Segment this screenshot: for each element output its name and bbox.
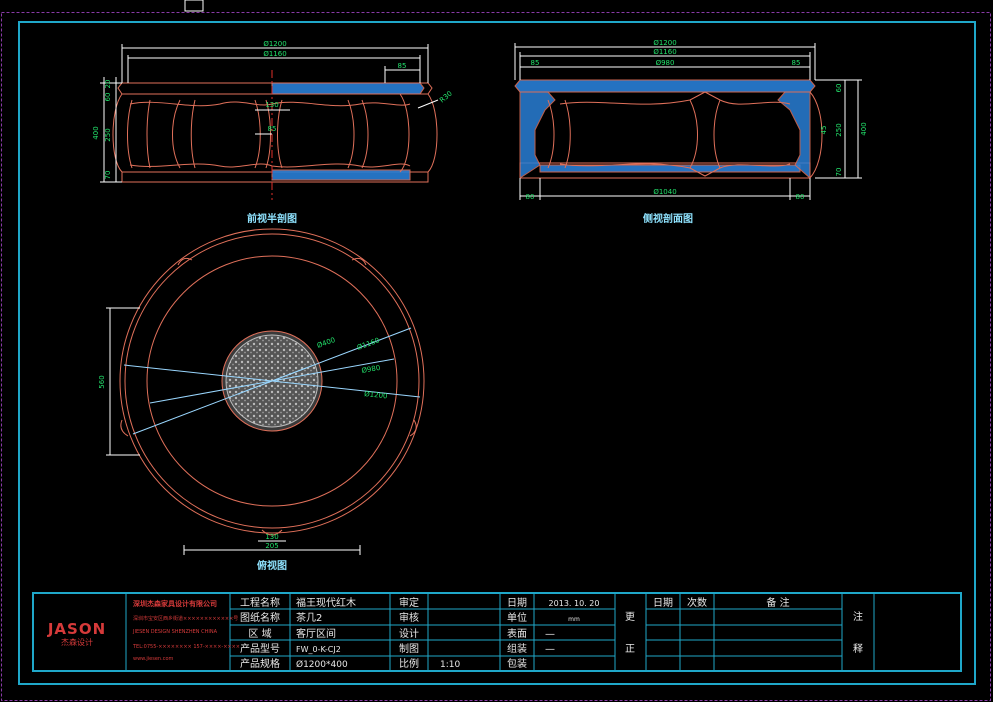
- front-leader-r30: R30: [438, 90, 454, 105]
- revision-side-1: 更: [625, 611, 635, 623]
- front-dim-85b: 85: [268, 125, 277, 133]
- revision-col-date: 日期: [653, 597, 673, 609]
- side-dim-60: 60: [835, 84, 843, 93]
- plan-dim-1200: Ø1200: [364, 390, 388, 400]
- revision-side-2: 正: [625, 644, 635, 655]
- front-dim-70: 70: [104, 171, 112, 180]
- row4-label: 产品型号: [240, 642, 280, 655]
- company-address-en: JIESEN DESIGN SHENZHEN CHINA: [132, 629, 218, 635]
- plan-dim-980: Ø980: [361, 364, 381, 375]
- row2-label3: 单位: [507, 611, 527, 624]
- row4-value3: —: [545, 644, 555, 655]
- side-dim-45: 45: [820, 126, 828, 135]
- side-dim-250: 250: [835, 123, 843, 136]
- row4-label2: 制图: [399, 642, 419, 655]
- company-logo: JASON: [47, 620, 106, 638]
- company-logo-sub: 杰森设计: [61, 637, 93, 647]
- side-dim-80-left: 80: [526, 193, 535, 201]
- side-dim-1160: Ø1160: [653, 48, 676, 56]
- row5-value2: 1:10: [440, 660, 460, 670]
- row4-label3: 组装: [507, 642, 527, 655]
- side-dim-80-right: 80: [796, 193, 805, 201]
- plan-dim-205: 205: [265, 542, 278, 550]
- plan-view: Ø400 Ø1160 Ø980 Ø1200 560 130 205 俯视图: [98, 228, 425, 572]
- row2-value: 茶几2: [296, 611, 322, 624]
- side-section-view: Ø1200 Ø1160 Ø980 85 85 400 60 250 70 45 …: [514, 39, 868, 225]
- side-dim-1200: Ø1200: [653, 39, 676, 47]
- side-dim-980: Ø980: [656, 59, 675, 67]
- front-dim-250: 250: [104, 128, 112, 141]
- drawing-frame: [18, 21, 976, 685]
- notes-top: 注: [853, 610, 863, 623]
- row5-label2: 比例: [399, 657, 419, 670]
- front-dim-400: 400: [92, 126, 100, 139]
- front-dim-60: 60: [104, 93, 112, 102]
- company-name: 深圳杰森家具设计有限公司: [133, 599, 217, 608]
- title-block: JASON 杰森设计 深圳杰森家具设计有限公司 深圳市宝安区西乡街道××××××…: [32, 592, 962, 672]
- plan-view-title: 俯视图: [257, 559, 287, 572]
- row3-value: 客厅区间: [296, 627, 336, 640]
- row2-label2: 审核: [399, 611, 419, 624]
- row1-label: 工程名称: [240, 596, 280, 609]
- side-dim-400: 400: [860, 122, 868, 135]
- notes-bottom: 释: [853, 642, 863, 655]
- row5-label3: 包装: [507, 657, 527, 670]
- row3-value3: —: [545, 629, 555, 640]
- title-block-frame: [32, 592, 962, 672]
- viewport-marker: [184, 0, 204, 12]
- row4-value: FW_0-K-CJ2: [296, 645, 341, 654]
- row2-value3: mm: [568, 616, 580, 623]
- row1-label3: 日期: [507, 597, 527, 609]
- front-dim-1160: Ø1160: [263, 50, 286, 58]
- row2-label: 图纸名称: [240, 611, 280, 624]
- plan-dim-400: Ø400: [316, 336, 336, 350]
- company-phone: TEL:0755-×××××××× 157-××××-××××: [132, 644, 240, 650]
- row1-value3: 2013. 10. 20: [549, 599, 600, 608]
- side-dim-85-left: 85: [531, 59, 540, 67]
- side-view-title: 侧视剖面图: [643, 212, 693, 225]
- row5-label: 产品规格: [240, 657, 280, 670]
- front-dim-130: 130: [265, 101, 278, 109]
- row3-label: 区 域: [248, 627, 271, 640]
- front-dim-1200: Ø1200: [263, 40, 286, 48]
- front-dim-85: 85: [398, 62, 407, 70]
- side-dim-70: 70: [835, 168, 843, 177]
- row1-label2: 审定: [399, 596, 419, 609]
- company-address: 深圳市宝安区西乡街道××××××××××××号: [133, 615, 238, 622]
- front-half-section-view: Ø1200 Ø1160 85 400 20 60 250 70 130 85 R…: [92, 40, 454, 225]
- sheet-dashed-border: [1, 12, 991, 701]
- plan-dim-560: 560: [98, 375, 106, 388]
- revision-col-count: 次数: [687, 596, 707, 609]
- row5-value: Ø1200*400: [296, 659, 348, 670]
- front-dim-20: 20: [104, 80, 112, 89]
- row3-label2: 设计: [399, 627, 419, 640]
- company-website: www.jiesen.com: [133, 656, 174, 662]
- plan-dim-1160: Ø1160: [356, 336, 381, 351]
- plan-dim-130: 130: [265, 533, 278, 541]
- front-view-title: 前视半剖图: [247, 212, 297, 225]
- side-dim-1040: Ø1040: [653, 188, 676, 196]
- row1-value: 福王现代红木: [296, 596, 356, 609]
- side-dim-85-right: 85: [792, 59, 801, 67]
- revision-col-remarks: 备 注: [766, 596, 789, 609]
- row3-label3: 表面: [507, 627, 527, 640]
